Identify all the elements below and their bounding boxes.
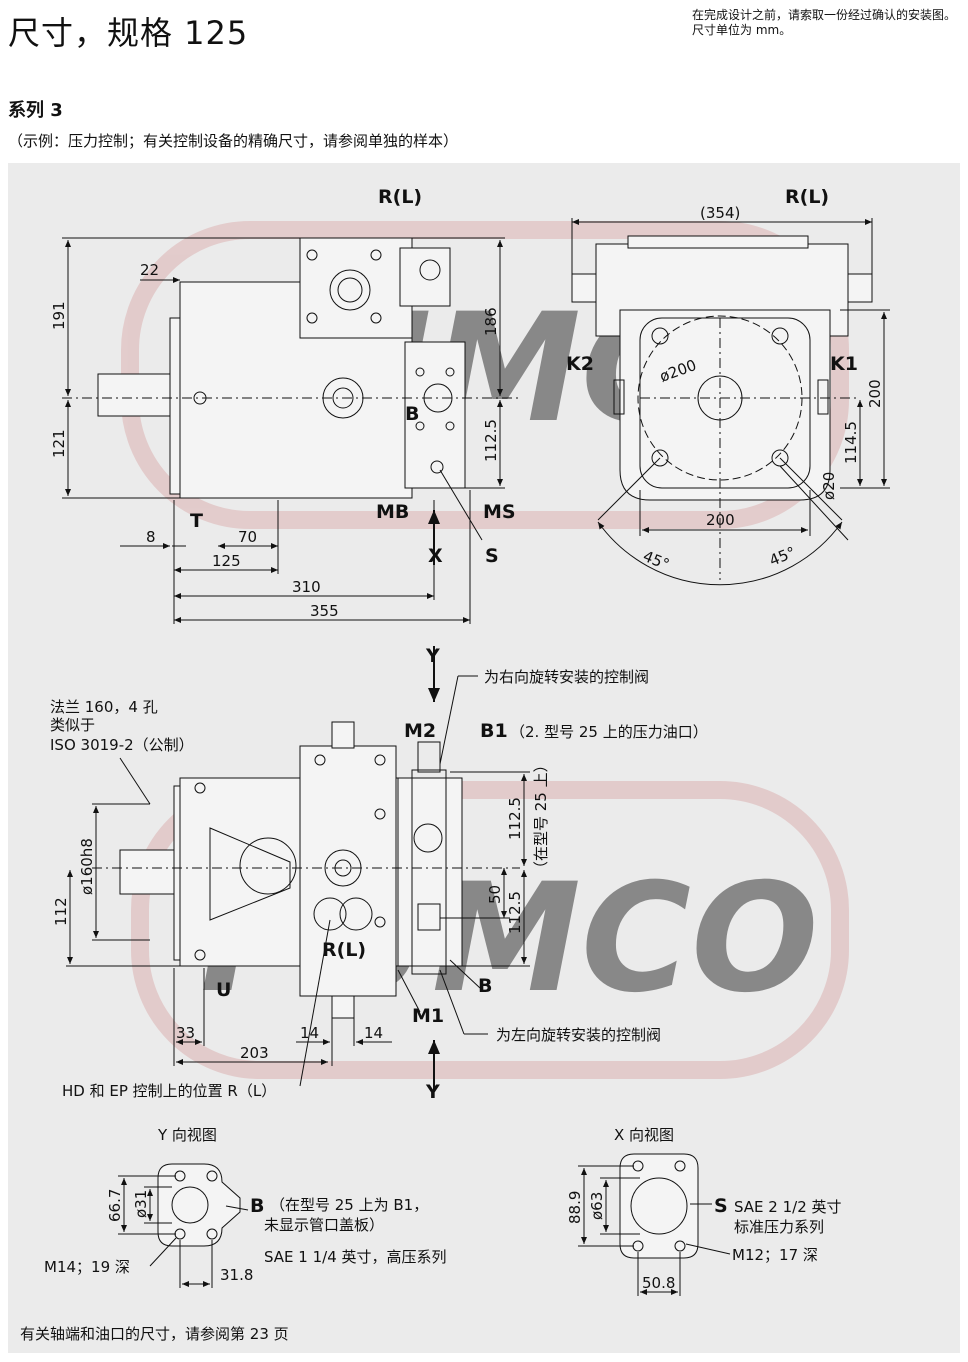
side-port-t: T bbox=[190, 510, 203, 532]
top-port-b1-note: （2. 型号 25 上的压力油口） bbox=[510, 723, 708, 741]
view-x-sae-2: 标准压力系列 bbox=[734, 1218, 824, 1236]
side-port-rl: R(L) bbox=[378, 186, 422, 208]
flange-note-3: ISO 3019-2（公制） bbox=[50, 736, 194, 754]
dim-88-9: 88.9 bbox=[566, 1191, 584, 1224]
side-port-s: S bbox=[485, 545, 499, 567]
view-y-title: Y 向视图 bbox=[157, 1126, 217, 1144]
dim-50: 50 bbox=[486, 885, 504, 904]
dim-355: 355 bbox=[310, 602, 339, 620]
dim-o160h8: ø160h8 bbox=[78, 838, 96, 895]
view-y-note-1: （在型号 25 上为 B1， bbox=[270, 1196, 428, 1214]
view-x bbox=[578, 1153, 731, 1296]
dim-191: 191 bbox=[50, 301, 68, 330]
side-port-ms: MS bbox=[483, 501, 516, 523]
top-view-y-bottom: Y bbox=[425, 1081, 440, 1103]
front-port-k1: K1 bbox=[830, 353, 858, 375]
dim-66-7: 66.7 bbox=[106, 1189, 124, 1222]
top-view-labels: 法兰 160，4 孔 类似于 ISO 3019-2（公制） Y 为右向旋转安装的… bbox=[50, 645, 708, 1103]
front-port-k2: K2 bbox=[566, 353, 594, 375]
view-y-sae: SAE 1 1/4 英寸，高压系列 bbox=[264, 1248, 447, 1266]
top-port-b1: B1 bbox=[480, 720, 508, 742]
top-port-rl: R(L) bbox=[322, 939, 366, 961]
flange-note-2: 类似于 bbox=[50, 716, 95, 734]
side-view-x: X bbox=[428, 545, 443, 567]
dim-112-5: 112.5 bbox=[482, 419, 500, 462]
dim-121: 121 bbox=[50, 429, 68, 458]
top-view bbox=[66, 646, 530, 1092]
front-view bbox=[571, 218, 890, 586]
dim-8: 8 bbox=[146, 528, 156, 546]
dim-33: 33 bbox=[176, 1024, 195, 1042]
footer-note: 有关轴端和油口的尺寸，请参阅第 23 页 bbox=[20, 1325, 289, 1343]
dim-354: (354) bbox=[700, 204, 740, 222]
dim-45-left: 45° bbox=[641, 547, 672, 574]
view-x-port-s: S bbox=[714, 1195, 728, 1217]
dim-o20: ø20 bbox=[820, 472, 838, 500]
side-port-b: B bbox=[405, 403, 419, 425]
dim-125: 125 bbox=[212, 552, 241, 570]
view-y-note-2: 未显示管口盖板） bbox=[264, 1216, 384, 1234]
dim-112: 112 bbox=[52, 897, 70, 926]
left-valve-note: 为左向旋转安装的控制阀 bbox=[496, 1026, 661, 1044]
top-port-m1: M1 bbox=[412, 1005, 444, 1027]
front-port-rl: R(L) bbox=[785, 186, 829, 208]
view-x-labels: X 向视图 S SAE 2 1/2 英寸 标准压力系列 M12；17 深 88.… bbox=[566, 1126, 842, 1292]
view-x-thread: M12；17 深 bbox=[732, 1246, 818, 1264]
side-view bbox=[62, 237, 520, 624]
view-y-thread: M14；19 深 bbox=[44, 1258, 130, 1276]
dim-14-right: 14 bbox=[364, 1024, 383, 1042]
flange-note-1: 法兰 160，4 孔 bbox=[50, 698, 158, 716]
model25-note: （在型号 25 上） bbox=[532, 757, 550, 876]
dim-200-horiz: 200 bbox=[706, 511, 735, 529]
series-heading: 系列 3 bbox=[8, 100, 63, 121]
dim-186: 186 bbox=[482, 307, 500, 336]
dim-14-left: 14 bbox=[300, 1024, 319, 1042]
subtitle: （示例：压力控制；有关控制设备的精确尺寸，请参阅单独的样本） bbox=[8, 132, 459, 150]
view-x-sae-1: SAE 2 1/2 英寸 bbox=[734, 1198, 842, 1216]
right-valve-note: 为右向旋转安装的控制阀 bbox=[484, 668, 649, 686]
dim-114-5: 114.5 bbox=[842, 421, 860, 464]
top-port-b: B bbox=[478, 975, 492, 997]
dim-200-vert: 200 bbox=[866, 379, 884, 408]
side-port-mb: MB bbox=[376, 501, 409, 523]
dim-50-8: 50.8 bbox=[642, 1274, 675, 1292]
dim-112-5-bottom: 112.5 bbox=[506, 891, 524, 934]
dim-31-8: 31.8 bbox=[220, 1266, 253, 1284]
dim-22: 22 bbox=[140, 261, 159, 279]
dim-70: 70 bbox=[238, 528, 257, 546]
top-port-m2: M2 bbox=[404, 720, 436, 742]
view-y-port-b: B bbox=[250, 1195, 264, 1217]
side-view-labels: R(L) B T MB MS S X 22 191 121 186 112.5 … bbox=[50, 186, 516, 620]
dim-o63: ø63 bbox=[588, 1192, 606, 1220]
view-y bbox=[118, 1163, 249, 1288]
view-x-title: X 向视图 bbox=[614, 1126, 674, 1144]
design-note: 在完成设计之前，请索取一份经过确认的安装图。尺寸单位为 mm。 bbox=[692, 8, 957, 37]
dim-310: 310 bbox=[292, 578, 321, 596]
view-y-labels: Y 向视图 B （在型号 25 上为 B1， 未显示管口盖板） SAE 1 1/… bbox=[44, 1126, 447, 1284]
top-view-y-top: Y bbox=[425, 645, 440, 667]
dim-112-5-top: 112.5 bbox=[506, 797, 524, 840]
top-port-u: U bbox=[216, 979, 231, 1001]
dim-203: 203 bbox=[240, 1044, 269, 1062]
page-title: 尺寸，规格 125 bbox=[8, 14, 249, 52]
dim-o31: ø31 bbox=[132, 1190, 150, 1218]
hd-ep-note: HD 和 EP 控制上的位置 R（L） bbox=[62, 1082, 276, 1100]
